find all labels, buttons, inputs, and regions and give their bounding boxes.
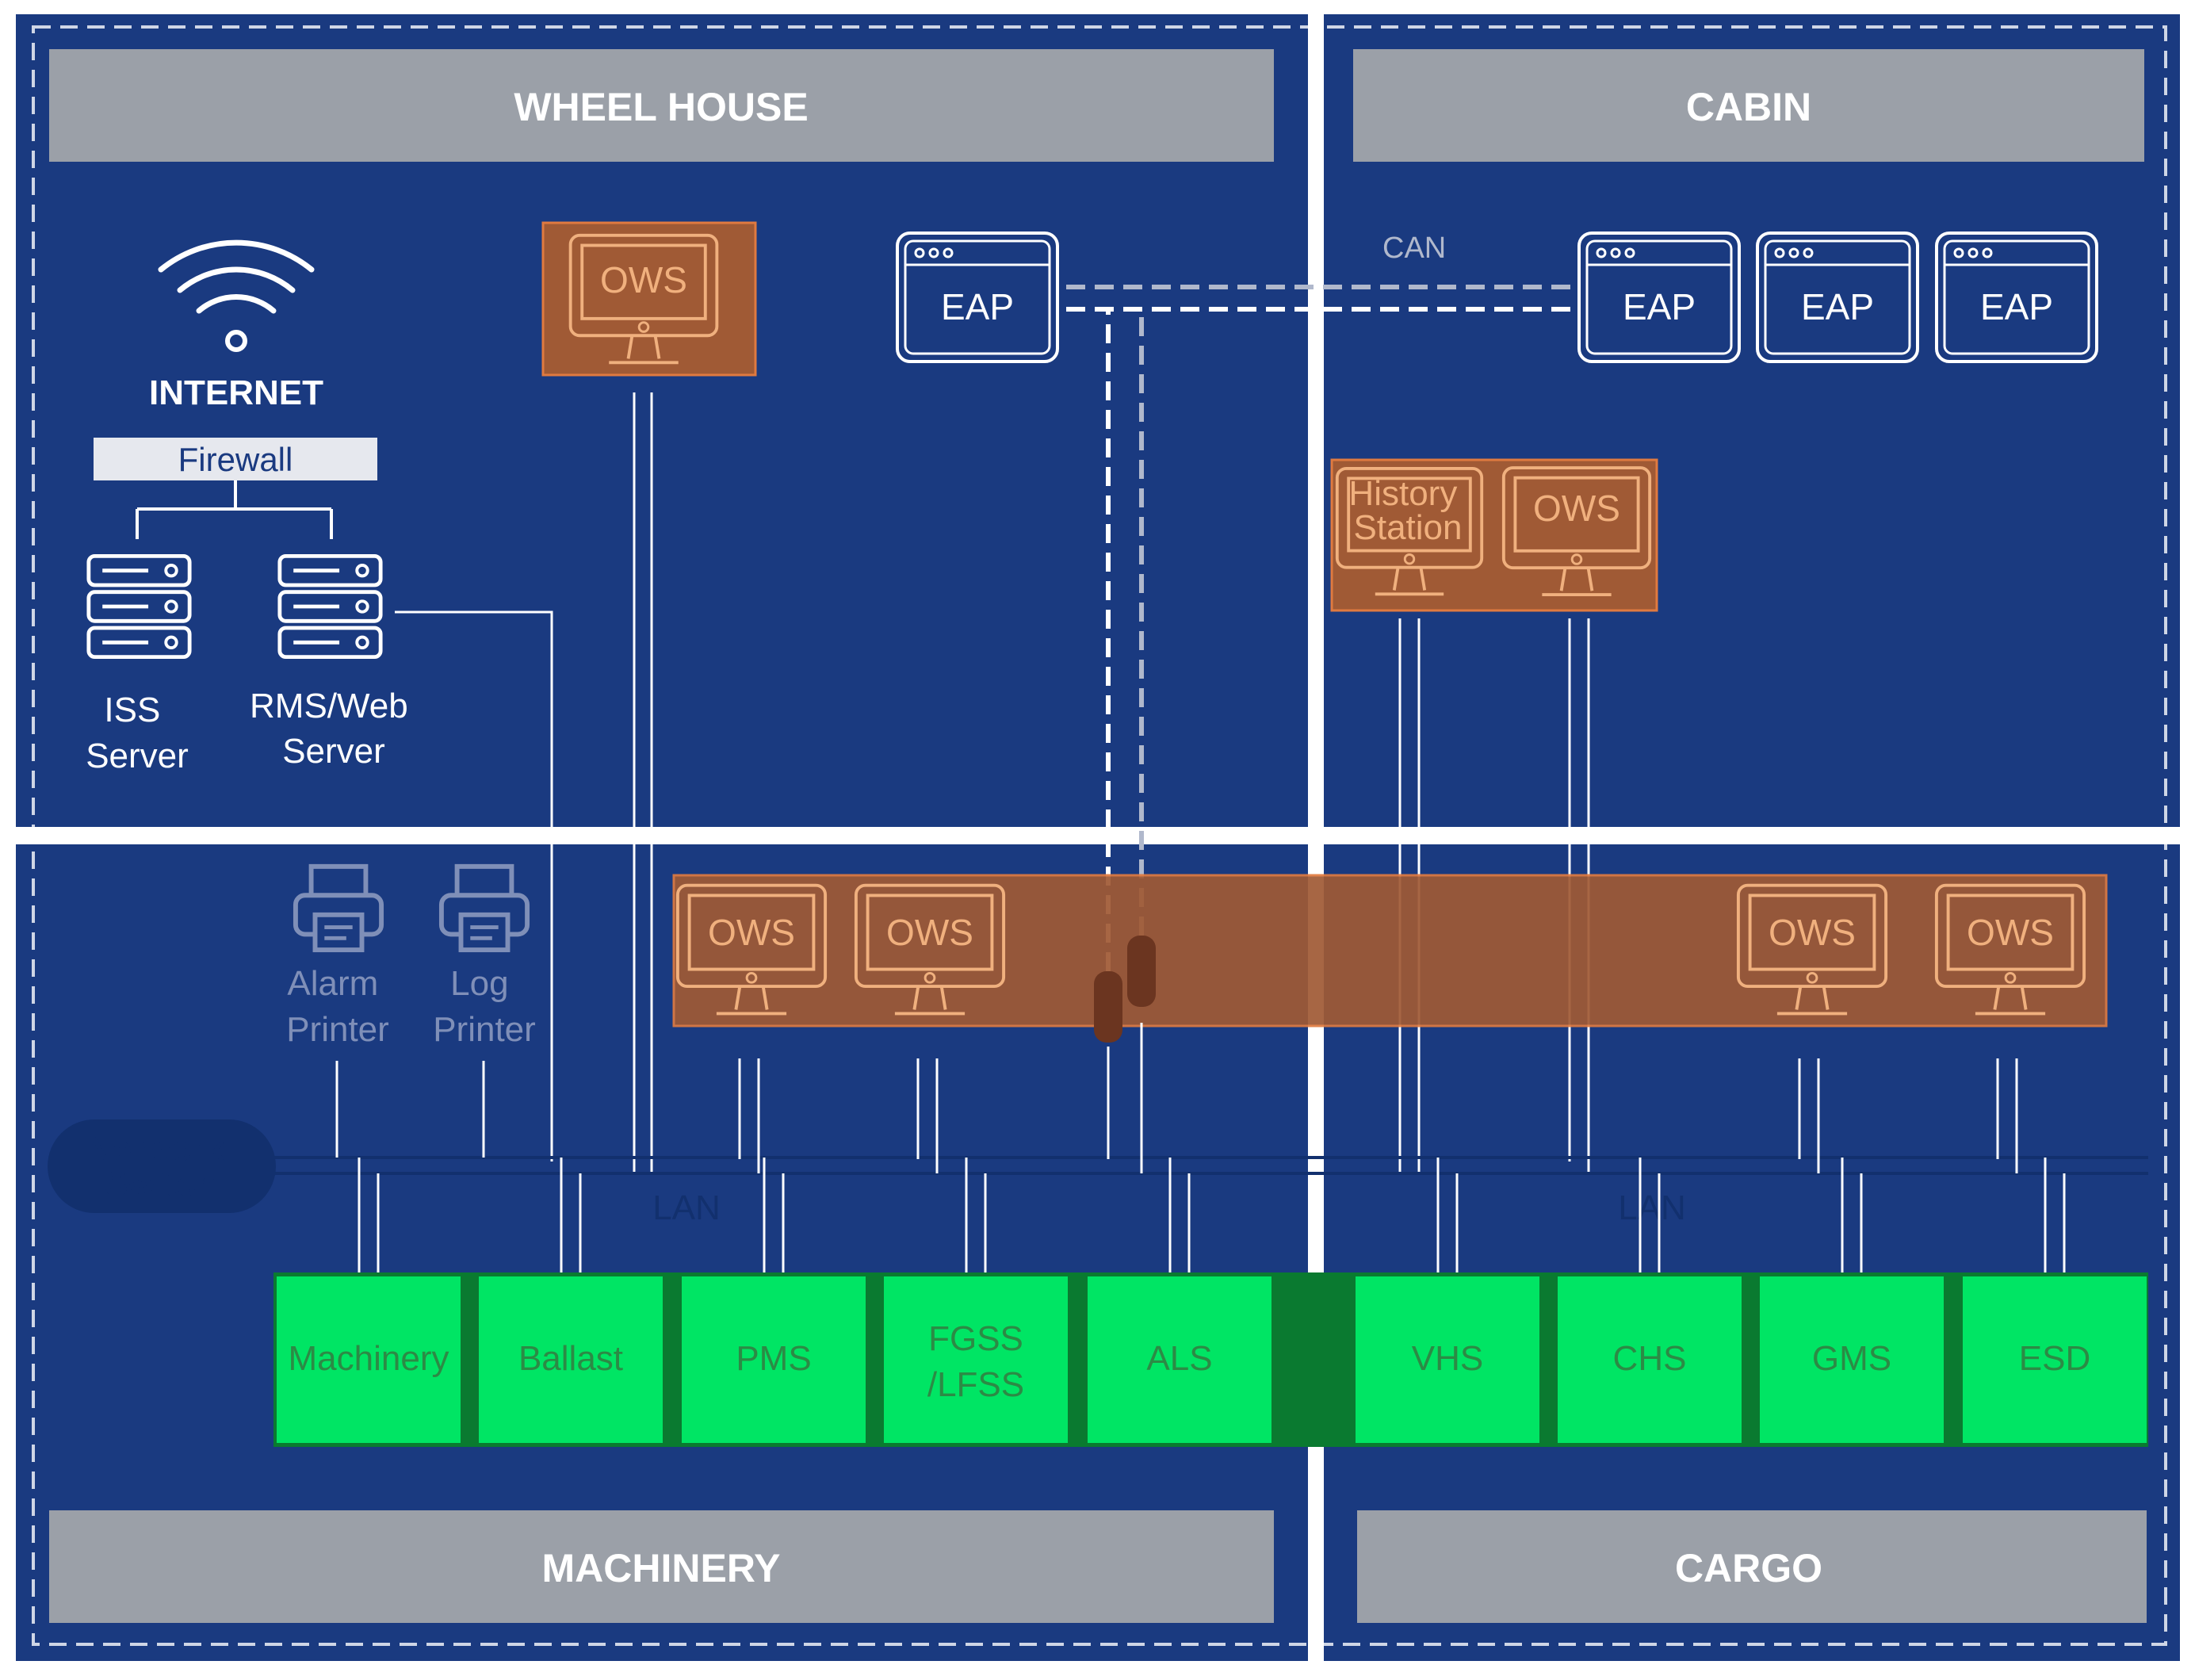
svg-text:History Station: History Station: [1348, 474, 1467, 547]
ows-band-lines: [738, 1023, 2018, 1173]
firewall-connector: [136, 480, 333, 539]
svg-text:OWS: OWS: [1533, 488, 1620, 529]
svg-text:ALS: ALS: [1146, 1339, 1212, 1378]
eap-cabin-1[interactable]: EAP: [1577, 232, 1741, 363]
ows-wheelhouse-lines: [633, 392, 653, 1173]
eap-cabin-2[interactable]: EAP: [1756, 232, 1919, 363]
system-box-als[interactable]: ALS: [1088, 1276, 1271, 1443]
system-lan-drop: [1168, 1158, 1191, 1276]
svg-text:Machinery: Machinery: [289, 1339, 449, 1378]
system-lan-drop: [1639, 1158, 1661, 1276]
systems-row: Machinery Ballast PMS FGSS/LFSS ALS VHS CHS GMS…: [277, 1276, 2147, 1443]
can-label: CAN: [1382, 232, 1446, 265]
history-station-group: History Station OWS: [1330, 458, 1658, 612]
svg-text:VHS: VHS: [1412, 1339, 1483, 1378]
svg-text:Ballast: Ballast: [518, 1339, 623, 1378]
system-box-gms[interactable]: GMS: [1760, 1276, 1944, 1443]
zone-header-wheel-house: [49, 49, 1274, 162]
network-switch[interactable]: [48, 1119, 276, 1213]
alarm-printer[interactable]: Alarm Printer: [286, 867, 389, 1049]
lan-bus: [270, 1156, 2148, 1175]
svg-text:OWS: OWS: [886, 912, 973, 953]
ows-cargo-1[interactable]: OWS: [1736, 883, 1888, 1016]
system-box-chs[interactable]: CHS: [1558, 1276, 1742, 1443]
ows-cargo-2[interactable]: OWS: [1934, 883, 2086, 1016]
zone-header-cargo: [1357, 1510, 2147, 1623]
system-lan-drop: [965, 1158, 987, 1276]
system-box-esd[interactable]: ESD: [1963, 1276, 2147, 1443]
ows-band: [672, 874, 2108, 1028]
svg-text:GMS: GMS: [1812, 1339, 1891, 1378]
svg-text:OWS: OWS: [1769, 912, 1856, 953]
system-lan-drop: [1841, 1158, 1863, 1276]
zone-title-wheel-house: WHEEL HOUSE: [514, 85, 808, 129]
system-box-pms[interactable]: PMS: [682, 1276, 866, 1443]
ows-cabin[interactable]: OWS: [1504, 468, 1650, 595]
can-connector-2: [1127, 936, 1156, 1007]
horizontal-divider: [0, 827, 2195, 844]
ows-wheelhouse[interactable]: OWS: [541, 221, 757, 377]
zone-title-cabin: CABIN: [1686, 85, 1811, 129]
svg-text:ESD: ESD: [2019, 1339, 2090, 1378]
firewall-label: Firewall: [178, 441, 293, 478]
system-box-fgss-lfss[interactable]: FGSS/LFSS: [884, 1276, 1068, 1443]
svg-text:EAP: EAP: [1801, 286, 1874, 327]
svg-text:EAP: EAP: [941, 286, 1014, 327]
svg-text:CHS: CHS: [1613, 1339, 1687, 1378]
rms-lan-line: [395, 610, 553, 1161]
eap-cabin-3[interactable]: EAP: [1935, 232, 2098, 363]
system-box-machinery[interactable]: Machinery: [277, 1276, 461, 1443]
svg-text:EAP: EAP: [1980, 286, 2053, 327]
svg-text:OWS: OWS: [600, 259, 687, 300]
system-lan-drop: [560, 1158, 582, 1276]
log-printer[interactable]: Log Printer: [433, 867, 536, 1049]
system-lan-drop: [358, 1158, 380, 1276]
system-lan-drop: [1436, 1158, 1459, 1276]
firewall-box: [94, 438, 377, 480]
printer-lines: [335, 1061, 485, 1158]
system-lan-drop: [2044, 1158, 2066, 1276]
zone-title-cargo: CARGO: [1675, 1546, 1822, 1590]
rms-server-label: RMS/Web Server: [250, 687, 418, 771]
svg-text:OWS: OWS: [708, 912, 795, 953]
svg-text:FGSS/LFSS: FGSS/LFSS: [927, 1319, 1024, 1404]
svg-text:PMS: PMS: [736, 1339, 811, 1378]
svg-text:OWS: OWS: [1967, 912, 2054, 953]
svg-text:Alarm Printer: Alarm Printer: [286, 964, 389, 1049]
zone-title-machinery: MACHINERY: [542, 1546, 781, 1590]
zone-header-cabin: [1353, 49, 2144, 162]
svg-text:EAP: EAP: [1623, 286, 1696, 327]
zone-header-machinery: [49, 1510, 1274, 1623]
svg-text:Log Printer: Log Printer: [433, 964, 536, 1049]
network-switch-label: Network Switch: [87, 1130, 235, 1204]
internet-label: INTERNET: [149, 373, 323, 412]
ows-machinery-2[interactable]: OWS: [854, 883, 1006, 1016]
history-station[interactable]: History Station: [1337, 469, 1482, 594]
lan-label-right: LAN: [1618, 1188, 1686, 1227]
can-drop-white: [1066, 307, 1111, 975]
system-box-vhs[interactable]: VHS: [1356, 1276, 1539, 1443]
eap-wheelhouse[interactable]: EAP: [896, 232, 1059, 363]
iss-server-label: ISS Server: [86, 691, 189, 775]
can-connector-1: [1094, 971, 1122, 1043]
wifi-icon: [158, 239, 315, 352]
ows-machinery-1[interactable]: OWS: [675, 883, 828, 1016]
lan-label-left: LAN: [652, 1188, 721, 1227]
system-lan-drop: [763, 1158, 785, 1276]
system-box-ballast[interactable]: Ballast: [479, 1276, 663, 1443]
